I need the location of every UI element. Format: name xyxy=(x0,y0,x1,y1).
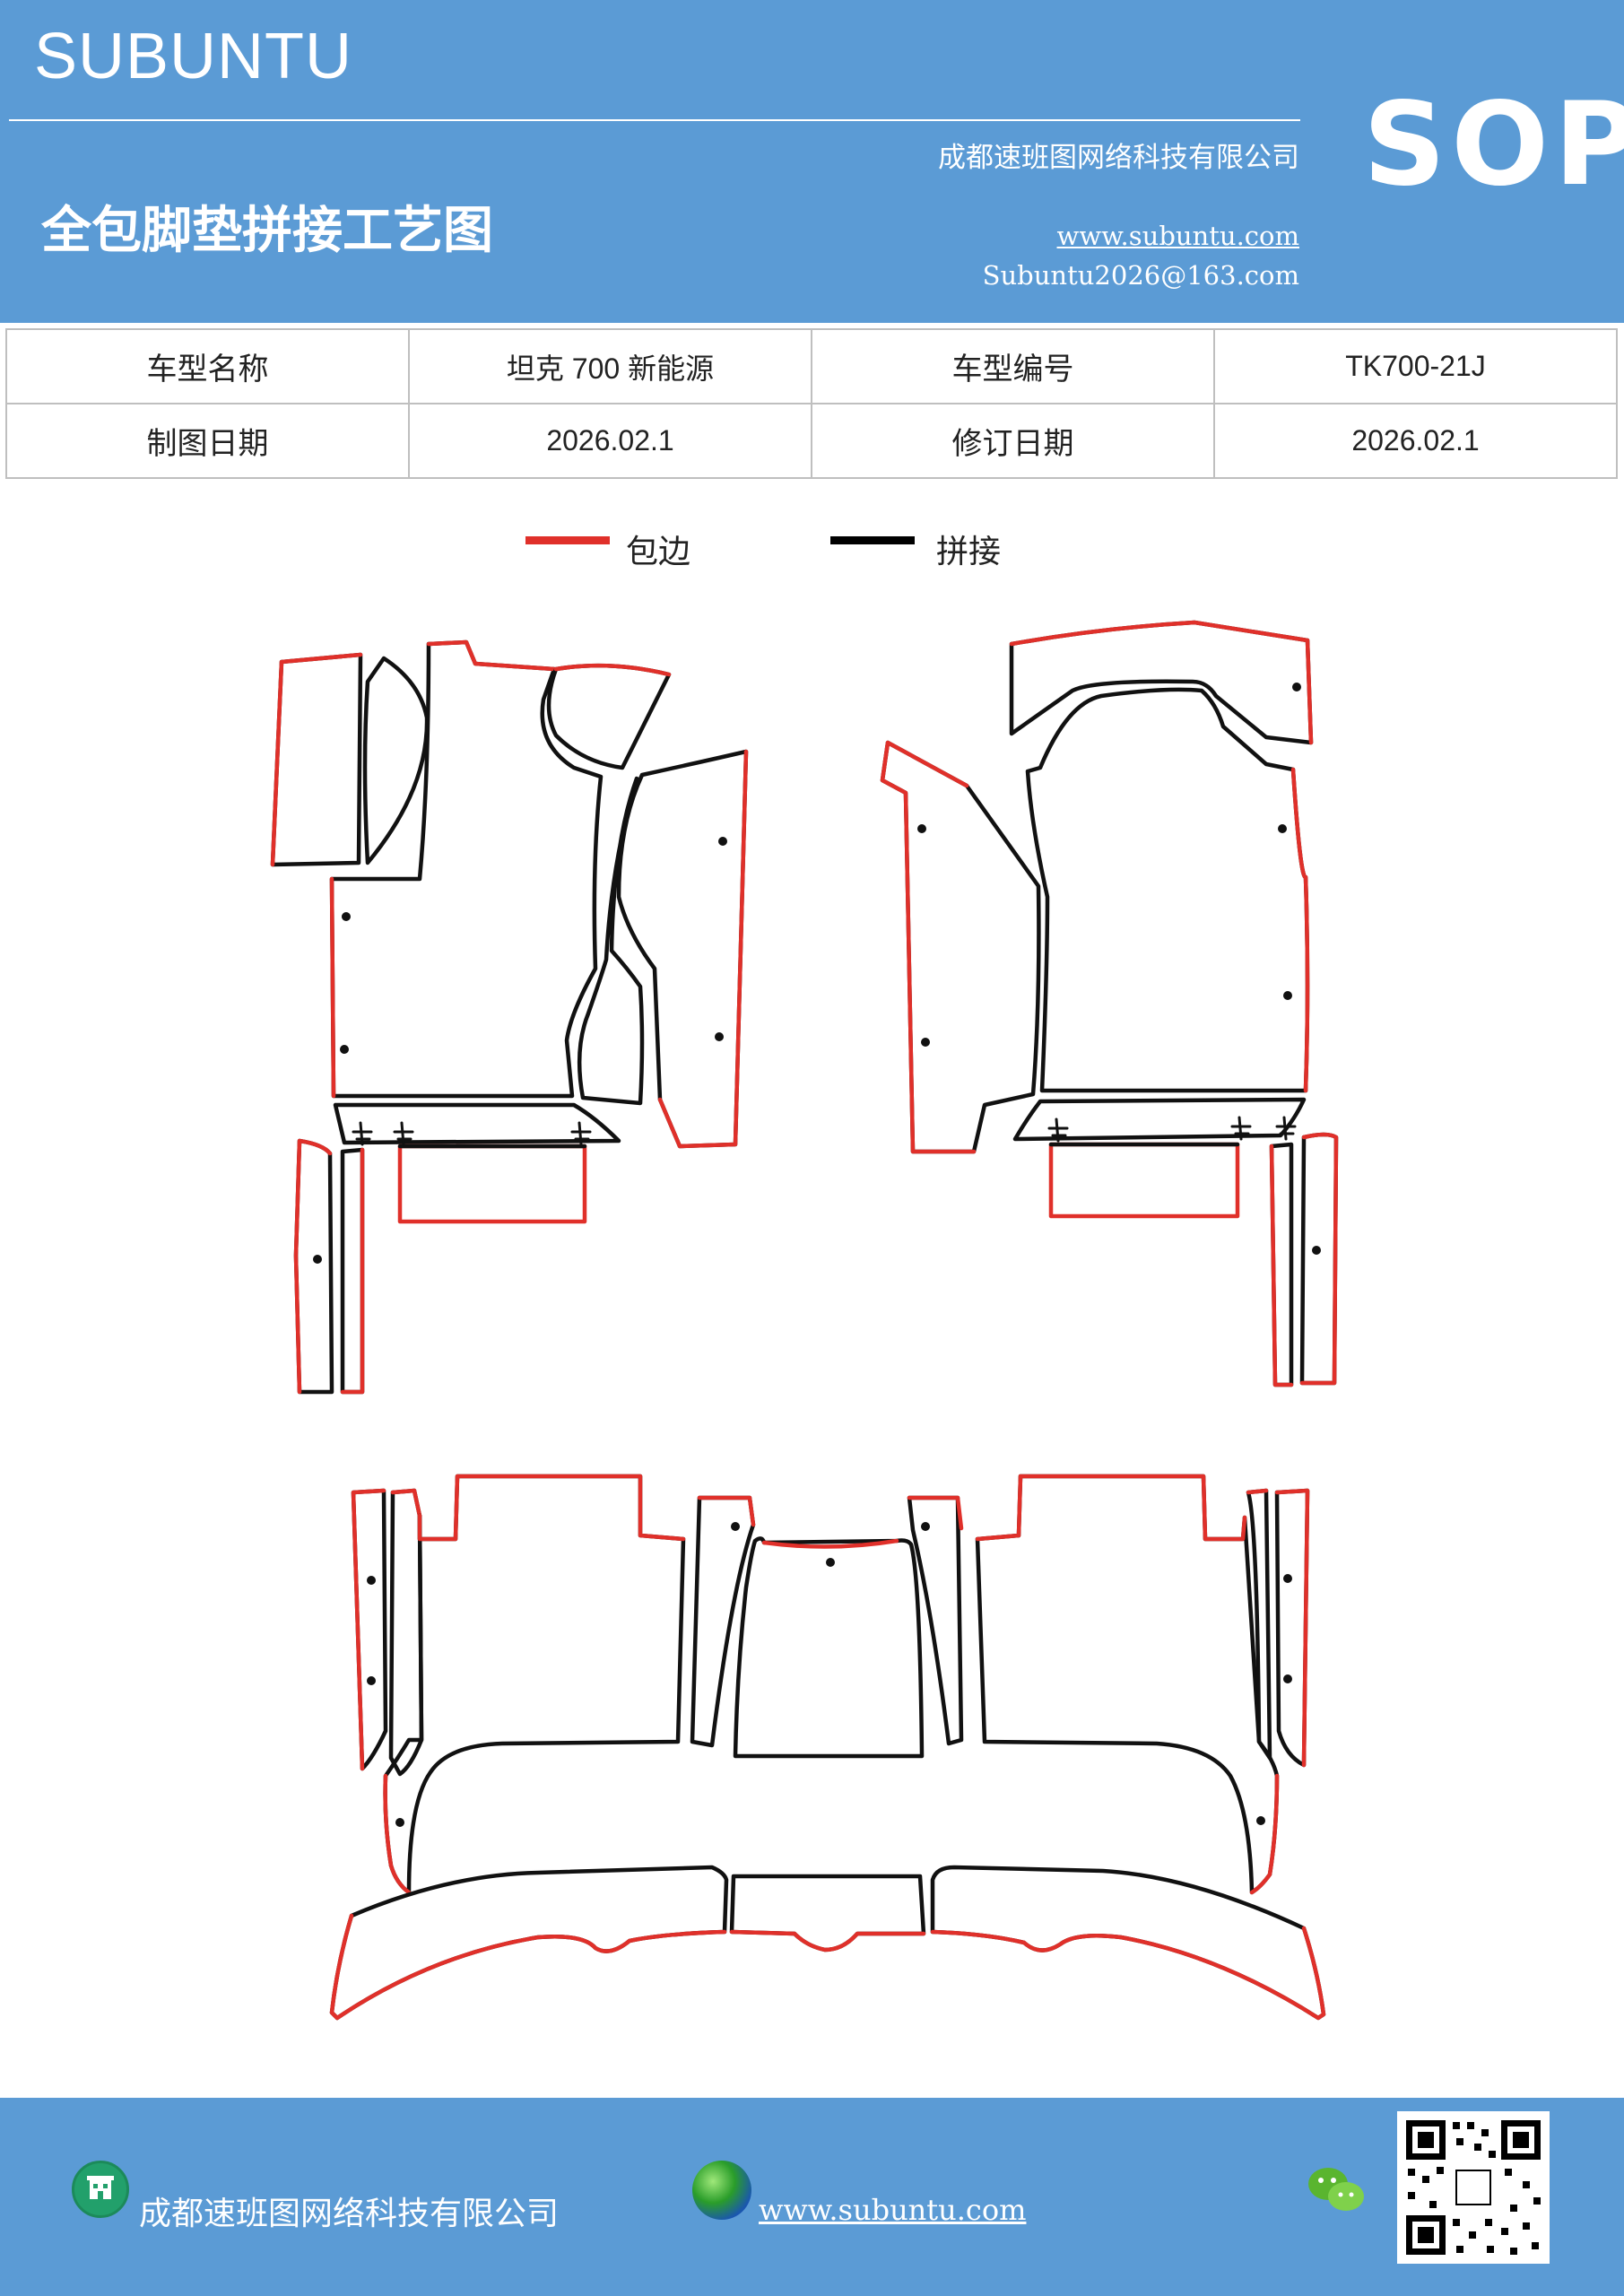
legend-label-edge: 包边 xyxy=(626,534,691,570)
rl-bolster xyxy=(690,1495,756,1748)
fl-side-panel-edge xyxy=(270,652,363,867)
rear-bottom-right-arc-edge xyxy=(930,1926,1326,2021)
fr-main-body-edge xyxy=(1290,767,1310,1093)
header-email[interactable]: Subuntu2026@163.com xyxy=(982,260,1299,291)
fl-right-panel xyxy=(616,749,749,1149)
rr-main-body-edge xyxy=(975,1474,1280,1895)
rear-fixing-dots xyxy=(367,1522,1292,1827)
rl-outer-strip-edge xyxy=(351,1488,386,1771)
fl-seam-markers xyxy=(352,1121,592,1146)
rear-center-piece-edge xyxy=(761,1538,899,1549)
rl-main-body xyxy=(383,1474,686,1895)
footer-company-name: 成都速班图网络科技有限公司 xyxy=(139,2196,560,2232)
fr-fixing-dots xyxy=(917,683,1321,1255)
sop-badge: SOP xyxy=(1363,78,1624,212)
fl-inner-curve-piece xyxy=(362,656,430,865)
fr-door-strip-inner xyxy=(1269,1142,1294,1387)
rr-outer-strip xyxy=(1274,1488,1310,1768)
header-banner: SUBUNTU 全包脚垫拼接工艺图 成都速班图网络科技有限公司 www.subu… xyxy=(0,0,1624,323)
value-model-name: 坦克 700 新能源 xyxy=(408,328,812,404)
fr-main-body xyxy=(1025,687,1310,1093)
fl-sill-strip xyxy=(333,1102,621,1145)
fr-top-piece xyxy=(1009,620,1314,745)
header-company-name: 成都速班图网络科技有限公司 xyxy=(938,142,1299,174)
fl-right-panel-edge xyxy=(657,749,749,1149)
fr-heel-pad xyxy=(1048,1142,1240,1219)
table-row: 车型名称 坦克 700 新能源 车型编号 TK700-21J xyxy=(5,328,1618,404)
front-right-mat-group xyxy=(880,620,1339,1387)
fl-top-notch-edge xyxy=(553,663,672,677)
fl-door-strip-inner-edge xyxy=(340,1147,365,1395)
vehicle-info-table: 车型名称 坦克 700 新能源 车型编号 TK700-21J 制图日期 2026… xyxy=(5,328,1618,479)
rr-bolster xyxy=(907,1495,964,1746)
legend-swatch-seam xyxy=(830,536,915,544)
rear-mat-group xyxy=(329,1474,1326,2021)
rl-inner-strip xyxy=(388,1488,424,1777)
label-model-code: 车型编号 xyxy=(811,328,1215,404)
rl-main-body-edge xyxy=(383,1474,686,1895)
rr-bolster-edge xyxy=(907,1495,964,1531)
fl-side-panel xyxy=(270,652,363,867)
rr-outer-strip-edge xyxy=(1274,1488,1310,1768)
label-revise-date: 修订日期 xyxy=(811,403,1215,479)
rl-inner-strip-edge xyxy=(390,1488,422,1518)
fl-fixing-dots xyxy=(313,837,727,1264)
footer-website-link[interactable]: www.subuntu.com xyxy=(759,2193,1027,2227)
fl-tunnel-strip xyxy=(577,776,645,1106)
brand-logo-text: SUBUNTU xyxy=(34,21,353,92)
rl-bolster-edge xyxy=(697,1495,756,1527)
legend-swatch-edge xyxy=(525,536,610,544)
label-model-name: 车型名称 xyxy=(5,328,410,404)
rear-bottom-center xyxy=(729,1874,926,1952)
fr-door-strip-inner-edge xyxy=(1269,1144,1294,1387)
legend-label-seam: 拼接 xyxy=(936,534,1002,570)
legend: 包边 拼接 xyxy=(0,526,1624,579)
wechat-icon[interactable] xyxy=(1305,2162,1368,2216)
fl-door-strip-inner xyxy=(340,1147,365,1395)
footer-banner: 成都速班图网络科技有限公司 www.subuntu.com xyxy=(0,2098,1624,2296)
fr-left-panel-edge xyxy=(880,740,977,1154)
fr-door-strip-outer xyxy=(1299,1132,1339,1386)
page-title: 全包脚垫拼接工艺图 xyxy=(41,202,493,260)
fl-main-body-edge xyxy=(329,639,557,1099)
rear-bottom-center-edge xyxy=(729,1929,926,1952)
rr-inner-strip-edge xyxy=(1246,1488,1269,1495)
label-draw-date: 制图日期 xyxy=(5,403,410,479)
header-website-link[interactable]: www.subuntu.com xyxy=(1056,221,1299,251)
header-divider xyxy=(9,119,1300,121)
fr-door-strip-outer-edge xyxy=(1299,1132,1339,1386)
fl-main-body xyxy=(329,639,604,1099)
rr-inner-strip xyxy=(1246,1488,1272,1761)
fl-top-notch xyxy=(546,663,672,770)
value-draw-date: 2026.02.1 xyxy=(408,403,812,479)
fr-sill-strip xyxy=(1012,1097,1307,1142)
front-left-mat-group xyxy=(270,639,749,1395)
qr-code-icon[interactable] xyxy=(1397,2111,1550,2264)
rr-main-body xyxy=(975,1474,1280,1895)
rear-bottom-left-arc-edge xyxy=(329,1913,727,2021)
table-row: 制图日期 2026.02.1 修订日期 2026.02.1 xyxy=(5,403,1618,479)
fl-heel-pad xyxy=(397,1144,587,1224)
rear-bottom-right-arc xyxy=(930,1865,1326,2021)
rear-center-piece xyxy=(733,1536,925,1759)
building-icon xyxy=(72,2161,129,2218)
fr-top-piece-edge xyxy=(1009,620,1314,745)
fr-left-panel xyxy=(880,740,1041,1154)
fl-door-strip-outer-edge xyxy=(293,1138,333,1395)
value-revise-date: 2026.02.1 xyxy=(1213,403,1618,479)
rear-bottom-left-arc xyxy=(329,1865,729,2021)
rl-outer-strip xyxy=(351,1488,388,1771)
globe-icon xyxy=(692,2161,751,2220)
fl-door-strip-outer xyxy=(293,1138,334,1395)
fr-seam-markers xyxy=(1047,1116,1297,1143)
value-model-code: TK700-21J xyxy=(1213,328,1618,404)
